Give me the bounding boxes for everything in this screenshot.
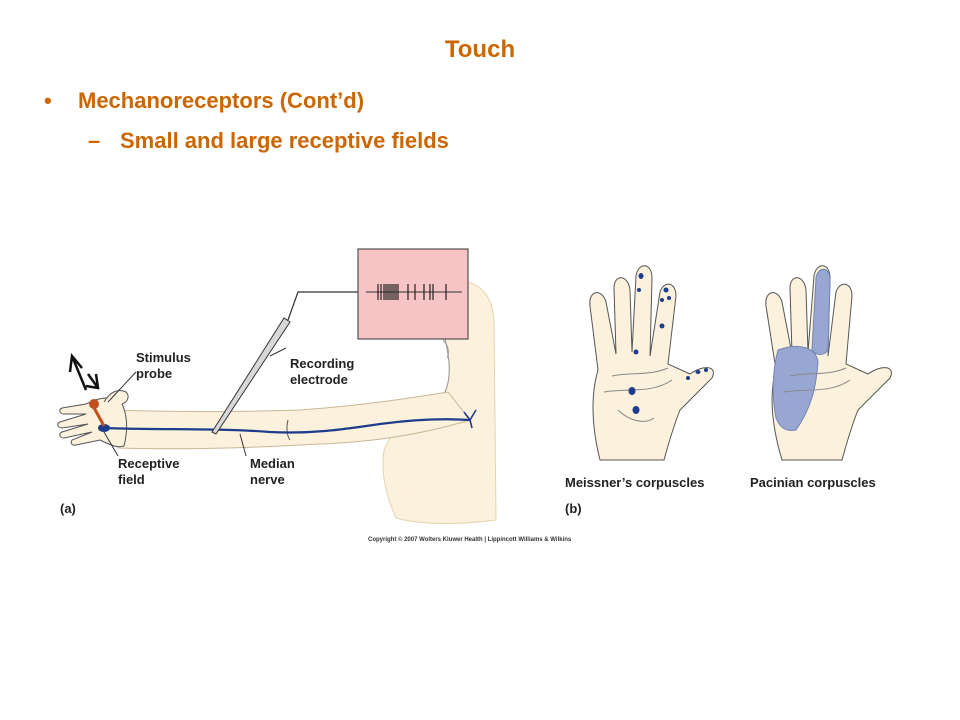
hand-palm bbox=[589, 265, 714, 461]
panel-a-figure: Stimulus probe Recording electrode Recep… bbox=[57, 248, 497, 525]
pacinian-label: Pacinian corpuscles bbox=[750, 475, 876, 490]
receptive-field-dot bbox=[98, 424, 110, 432]
meissner-label: Meissner’s corpuscles bbox=[565, 475, 704, 490]
receptive-field-label: Receptive field bbox=[118, 456, 183, 487]
panel-a-label: (a) bbox=[60, 501, 76, 516]
median-nerve-path bbox=[103, 418, 471, 434]
spike-train bbox=[377, 284, 447, 300]
recording-electrode-label: Recording electrode bbox=[290, 356, 358, 387]
median-nerve-label: Median nerve bbox=[250, 456, 298, 487]
hand-illustration bbox=[57, 397, 128, 448]
pacinian-hand-figure bbox=[765, 265, 892, 461]
stimulus-probe-label: Stimulus probe bbox=[136, 350, 195, 381]
meissner-corpuscle-dots bbox=[628, 273, 708, 414]
meissner-hand-figure bbox=[589, 265, 714, 461]
sub-bullet-item: –Small and large receptive fields bbox=[88, 128, 449, 154]
pacinian-receptive-field bbox=[772, 346, 819, 431]
panel-b-label: (b) bbox=[565, 501, 582, 516]
slide-title: Touch bbox=[444, 36, 516, 63]
bullet-item: • Mechanoreceptors (Cont’d) bbox=[44, 88, 364, 114]
bullet-text: Mechanoreceptors (Cont’d) bbox=[78, 88, 365, 113]
recording-electrode bbox=[211, 317, 291, 435]
motion-arrows-icon bbox=[68, 352, 100, 391]
copyright-text: Copyright © 2007 Wolters Kluwer Health |… bbox=[368, 536, 572, 543]
bullet-marker: • bbox=[44, 88, 52, 113]
sub-bullet-text: Small and large receptive fields bbox=[120, 128, 449, 153]
pacinian-finger-field bbox=[811, 268, 831, 355]
sub-bullet-marker: – bbox=[88, 128, 101, 153]
recording-panel bbox=[357, 248, 469, 340]
